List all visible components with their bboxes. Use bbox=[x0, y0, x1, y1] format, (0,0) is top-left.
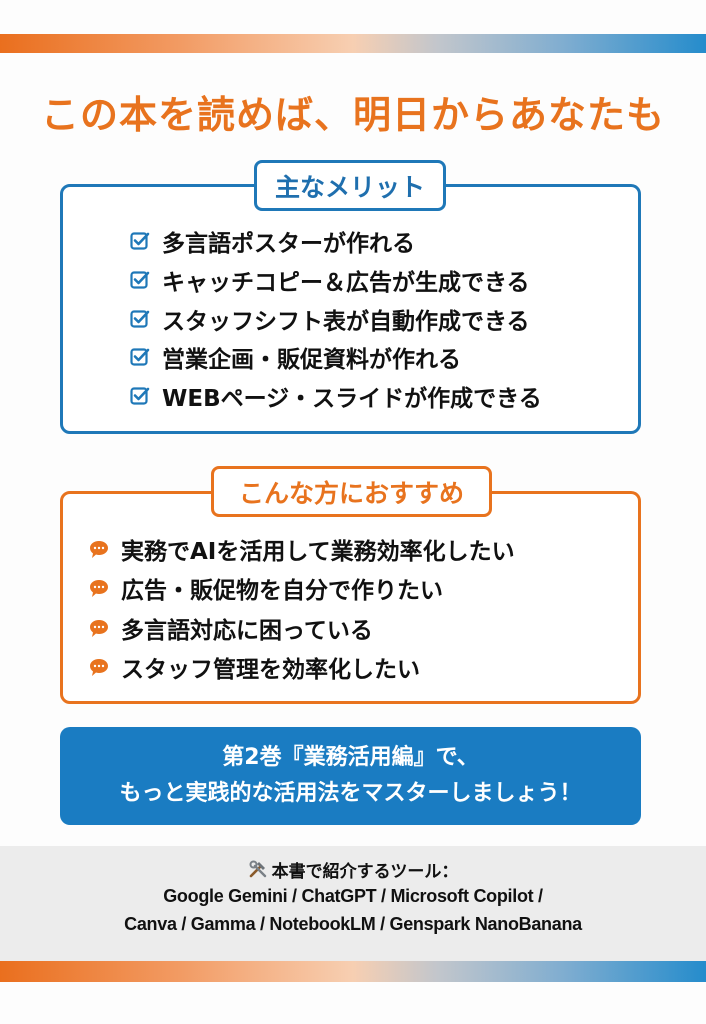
recommend-item: 多言語対応に困っている bbox=[89, 612, 373, 644]
checkbox-checked-icon bbox=[130, 270, 150, 290]
merit-text: 多言語ポスターが作れる bbox=[162, 231, 415, 257]
merits-label: 主なメリット bbox=[254, 160, 446, 211]
recommend-text: 実務でAIを活用して業務効率化したい bbox=[121, 539, 515, 565]
merit-text: WEBページ・スライドが作成できる bbox=[162, 386, 542, 412]
checkbox-checked-icon bbox=[130, 347, 150, 367]
volume2-banner: 第2巻『業務活用編』で、 もっと実践的な活用法をマスターしましょう！ bbox=[60, 727, 641, 825]
merit-text: 営業企画・販促資料が作れる bbox=[162, 347, 461, 373]
checkbox-checked-icon bbox=[130, 309, 150, 329]
speech-bubble-icon bbox=[89, 578, 109, 598]
speech-bubble-icon bbox=[89, 657, 109, 677]
banner-line-2: もっと実践的な活用法をマスターしましょう！ bbox=[119, 781, 582, 806]
bottom-gradient-bar bbox=[0, 961, 706, 982]
merit-item: キャッチコピー＆広告が生成できる bbox=[130, 264, 530, 296]
recommend-label: こんな方におすすめ bbox=[211, 466, 492, 517]
tools-line-2: Canva / Gamma / NotebookLM / Genspark Na… bbox=[124, 914, 582, 934]
tools-title: 本書で紹介するツール： bbox=[271, 861, 459, 882]
merit-item: 営業企画・販促資料が作れる bbox=[130, 341, 461, 373]
recommend-text: 多言語対応に困っている bbox=[121, 618, 373, 644]
speech-bubble-icon bbox=[89, 539, 109, 559]
merits-panel bbox=[60, 184, 641, 434]
recommend-item: 広告・販促物を自分で作りたい bbox=[89, 572, 443, 604]
merit-item: 多言語ポスターが作れる bbox=[130, 225, 415, 257]
banner-line-1: 第2巻『業務活用編』で、 bbox=[222, 745, 479, 770]
top-gradient-bar bbox=[0, 34, 706, 53]
headline: この本を読めば、明日からあなたも bbox=[40, 93, 665, 137]
hammer-wrench-icon bbox=[248, 859, 268, 879]
recommend-text: 広告・販促物を自分で作りたい bbox=[121, 578, 443, 604]
merit-text: スタッフシフト表が自動作成できる bbox=[162, 309, 530, 335]
merit-item: スタッフシフト表が自動作成できる bbox=[130, 303, 530, 335]
recommend-item: スタッフ管理を効率化したい bbox=[89, 651, 420, 683]
recommend-item: 実務でAIを活用して業務効率化したい bbox=[89, 533, 515, 565]
checkbox-checked-icon bbox=[130, 386, 150, 406]
recommend-text: スタッフ管理を効率化したい bbox=[121, 657, 420, 683]
tools-footer: 本書で紹介するツール： Google Gemini / ChatGPT / Mi… bbox=[0, 846, 706, 961]
speech-bubble-icon bbox=[89, 618, 109, 638]
checkbox-checked-icon bbox=[130, 231, 150, 251]
tools-line-1: Google Gemini / ChatGPT / Microsoft Copi… bbox=[163, 886, 543, 906]
tools-title-row: 本書で紹介するツール： bbox=[0, 856, 706, 882]
recommend-panel bbox=[60, 491, 641, 704]
merit-item: WEBページ・スライドが作成できる bbox=[130, 380, 542, 412]
merit-text: キャッチコピー＆広告が生成できる bbox=[162, 270, 530, 296]
